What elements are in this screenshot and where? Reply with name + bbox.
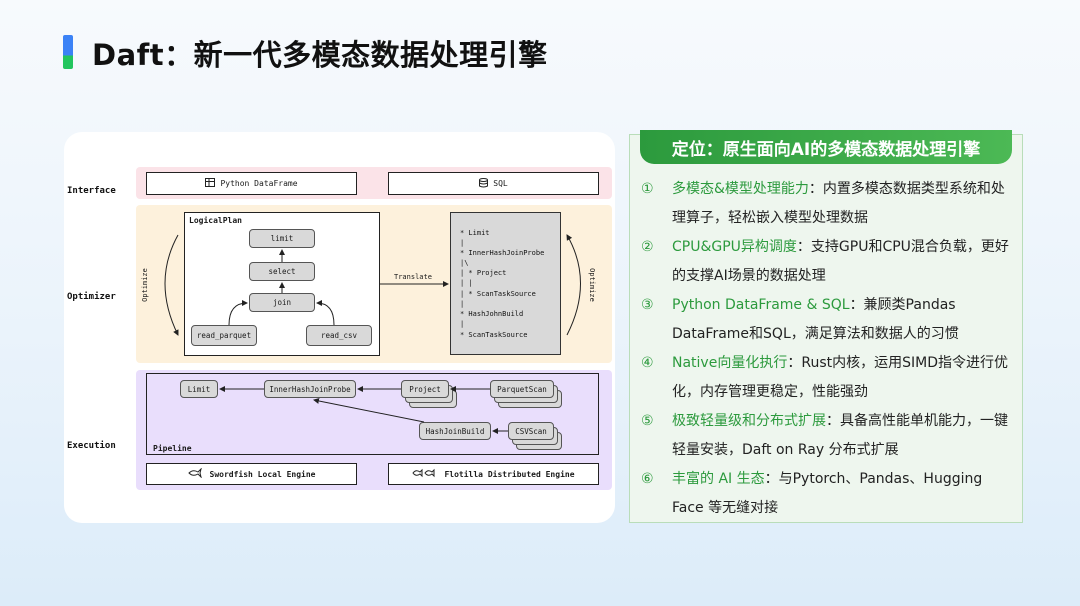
table-icon [205, 178, 216, 189]
feature-highlight: 极致轻量级和分布式扩展 [672, 413, 826, 429]
feature-item: ④ Native向量化执行：Rust内核，运用SIMD指令进行优化，内存管理更稳… [641, 349, 1017, 407]
feature-text: ：兼顾类Pandas DataFrame和SQL，满足算法和数据人的习惯 [672, 297, 959, 342]
distributed-engine-box: Flotilla Distributed Engine [388, 463, 599, 485]
lp-node-read-parquet: read_parquet [191, 325, 257, 346]
feature-number: ⑥ [641, 471, 654, 487]
pl-node-csv-scan: CSVScan [508, 422, 554, 440]
physical-plan-line: * InnerHashJoinProbe [460, 249, 545, 257]
feature-item: ② CPU&GPU异构调度：支持GPU和CPU混合负载，更好的支撑AI场景的数据… [641, 233, 1017, 291]
physical-plan-line: | [460, 300, 465, 308]
feature-highlight: 多模态&模型处理能力 [672, 181, 809, 197]
feature-highlight: 丰富的 AI 生态 [672, 471, 765, 487]
feature-list: ① 多模态&模型处理能力：内置多模态数据类型系统和处理算子，轻松嵌入模型处理数据… [641, 175, 1017, 523]
page-title: Daft：新一代多模态数据处理引擎 [92, 38, 548, 72]
local-engine-label: Swordfish Local Engine [209, 469, 316, 479]
architecture-diagram: Interface Optimizer Execution Python Dat… [64, 132, 615, 523]
feature-item: ⑤ 极致轻量级和分布式扩展：具备高性能单机能力，一键轻量安装，Daft on R… [641, 407, 1017, 465]
physical-plan-line: |\ [460, 259, 469, 267]
pipeline-title: Pipeline [153, 444, 192, 453]
feature-text: ：Rust内核，运用SIMD指令进行优化，内存管理更稳定，性能强劲 [672, 355, 1008, 400]
feature-item: ① 多模态&模型处理能力：内置多模态数据类型系统和处理算子，轻松嵌入模型处理数据 [641, 175, 1017, 233]
feature-highlight: Native向量化执行 [672, 355, 788, 371]
lp-node-limit: limit [249, 229, 315, 248]
pl-node-parquet-scan: ParquetScan [490, 380, 554, 398]
optimize-right-label: Optimize [587, 268, 596, 302]
feature-text: ：支持GPU和CPU混合负载，更好的支撑AI场景的数据处理 [672, 239, 1009, 284]
feature-highlight: Python DataFrame & SQL [672, 297, 850, 313]
physical-plan-line: | | [460, 279, 473, 287]
lp-node-read-csv: read_csv [306, 325, 372, 346]
logical-plan-title: LogicalPlan [189, 216, 242, 225]
pl-node-probe: InnerHashJoinProbe [264, 380, 356, 398]
pl-node-limit: Limit [180, 380, 218, 398]
lp-node-select: select [249, 262, 315, 281]
lp-node-join: join [249, 293, 315, 312]
row-label-optimizer: Optimizer [67, 292, 116, 302]
physical-plan-line: | * Project [460, 269, 507, 277]
pl-node-project: Project [401, 380, 449, 398]
pipeline-box: Pipeline [146, 373, 599, 455]
local-engine-box: Swordfish Local Engine [146, 463, 357, 485]
feature-text: ：内置多模态数据类型系统和处理算子，轻松嵌入模型处理数据 [672, 181, 1005, 226]
feature-number: ③ [641, 297, 654, 313]
feature-number: ④ [641, 355, 654, 371]
distributed-engine-label: Flotilla Distributed Engine [444, 469, 575, 479]
database-icon [479, 177, 489, 190]
fish-group-icon [412, 468, 436, 480]
physical-plan-line: | * ScanTaskSource [460, 290, 536, 298]
row-label-interface: Interface [67, 186, 116, 196]
feature-item: ⑥ 丰富的 AI 生态：与Pytorch、Pandas、Hugging Face… [641, 465, 1017, 523]
translate-label: Translate [394, 273, 432, 281]
feature-number: ① [641, 181, 654, 197]
sql-box: SQL [388, 172, 599, 195]
row-label-execution: Execution [67, 441, 116, 451]
swordfish-icon [187, 467, 202, 480]
feature-text: ：具备高性能单机能力，一键轻量安装，Daft on Ray 分布式扩展 [672, 413, 1008, 458]
title-accent-bar [63, 35, 73, 69]
physical-plan-line: | [460, 320, 465, 328]
physical-plan-line: * ScanTaskSource [460, 331, 528, 339]
pl-node-hash-join-build: HashJoinBuild [419, 422, 491, 440]
feature-text: ：与Pytorch、Pandas、Hugging Face 等无缝对接 [672, 471, 983, 516]
feature-number: ② [641, 239, 654, 255]
feature-highlight: CPU&GPU异构调度 [672, 239, 797, 255]
python-dataframe-label: Python DataFrame [220, 179, 298, 188]
physical-plan-line: | [460, 239, 465, 247]
info-header: 定位：原生面向AI的多模态数据处理引擎 [640, 130, 1012, 164]
physical-plan-line: * Limit [460, 229, 490, 237]
optimize-left-label: Optimize [140, 268, 149, 302]
feature-number: ⑤ [641, 413, 654, 429]
physical-plan-line: * HashJohnBuild [460, 310, 524, 318]
physical-plan-box: * Limit | * InnerHashJoinProbe |\ | * Pr… [450, 212, 561, 355]
python-dataframe-box: Python DataFrame [146, 172, 357, 195]
sql-label: SQL [493, 179, 508, 188]
feature-item: ③ Python DataFrame & SQL：兼顾类Pandas DataF… [641, 291, 1017, 349]
